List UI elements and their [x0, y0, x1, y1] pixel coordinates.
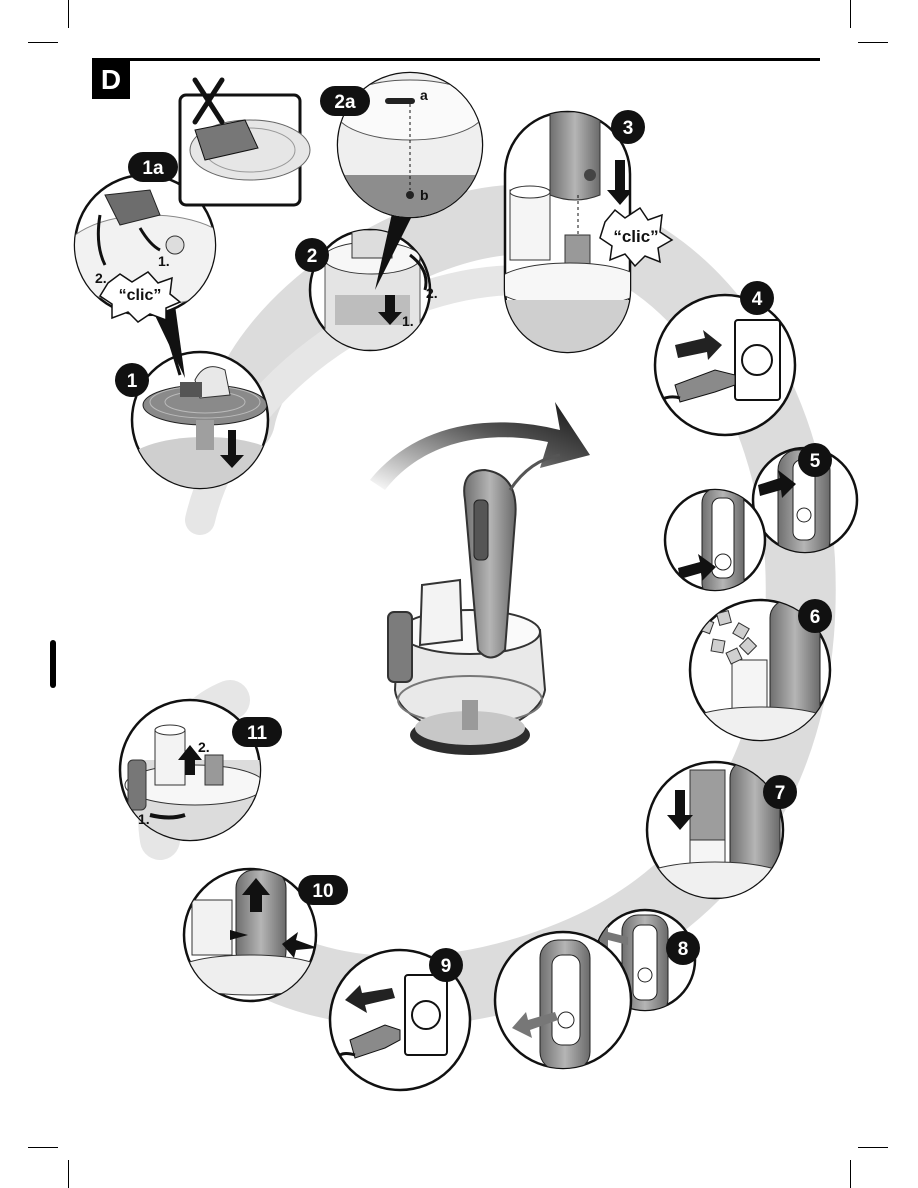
step-number: 11	[247, 723, 268, 744]
crop-mark	[850, 1160, 851, 1188]
side-tab-mark	[50, 640, 56, 688]
crop-mark	[858, 42, 888, 43]
step-10-scene	[182, 867, 318, 1003]
clic-label: “clic”	[613, 227, 658, 246]
callout-wedge	[375, 200, 420, 290]
step-number: 8	[678, 939, 689, 960]
step-number: 1a	[142, 158, 164, 179]
clic-label: “clic”	[119, 287, 162, 304]
step-4-scene	[653, 293, 797, 437]
crop-mark	[68, 1160, 69, 1188]
step-number: 4	[752, 289, 763, 310]
step-8-scene	[493, 908, 697, 1070]
rotation-arrow	[370, 402, 590, 490]
step-number: 5	[810, 451, 821, 472]
header-rule	[92, 58, 820, 61]
order-label: 1.	[158, 253, 170, 269]
crop-mark	[28, 1147, 58, 1148]
step-2a-scene	[336, 71, 484, 219]
order-label: 1.	[138, 811, 150, 827]
step-number: 7	[775, 783, 786, 804]
clic-burst-3: “clic”	[599, 206, 674, 268]
callout-wedge	[150, 305, 185, 378]
step-1-scene	[130, 350, 270, 490]
order-label: 2.	[426, 285, 438, 301]
step-2-scene	[308, 228, 432, 352]
step-6-scene	[688, 598, 832, 742]
step-badge	[232, 717, 282, 747]
crop-mark	[858, 1147, 888, 1148]
step-number: 2a	[334, 92, 356, 113]
crop-mark	[850, 0, 851, 28]
step-number: 3	[623, 118, 634, 139]
annotation-labels: 2. 1. 2. 1. a b 2. 1.	[95, 87, 438, 827]
step-badge	[128, 152, 178, 182]
step-badge	[298, 875, 348, 905]
order-label: 1.	[402, 313, 414, 329]
order-label: 2.	[198, 739, 210, 755]
crop-mark	[28, 42, 58, 43]
step-badge	[295, 238, 329, 272]
step-badge	[798, 443, 832, 477]
step-badges: 1 1a 2 2a 3 4 5 6 7 8 9 10 11	[115, 86, 832, 982]
marker-label: b	[420, 187, 429, 203]
step-9-scene	[328, 948, 472, 1092]
step-badge	[320, 86, 370, 116]
step-badge	[740, 281, 774, 315]
marker-label: a	[420, 87, 428, 103]
step-badge	[763, 775, 797, 809]
order-label: 2.	[95, 270, 107, 286]
incorrect-example	[178, 77, 311, 207]
clic-burst-1a: “clic”	[98, 271, 182, 323]
step-number: 6	[810, 607, 821, 628]
crop-mark	[68, 0, 69, 28]
step-badge	[798, 599, 832, 633]
step-1a-scene	[73, 173, 217, 317]
step-number: 2	[307, 246, 318, 267]
step-badge	[429, 948, 463, 982]
step-number: 1	[127, 371, 138, 392]
step-number: 10	[312, 881, 333, 902]
step-badge	[115, 363, 149, 397]
step-11-scene	[118, 698, 262, 842]
step-number: 9	[441, 956, 452, 977]
step-3-scene	[503, 110, 632, 354]
step-badge	[611, 110, 645, 144]
step-5-scene	[663, 446, 859, 592]
section-badge: D	[92, 61, 130, 99]
assembled-appliance	[387, 453, 561, 755]
step-badge	[666, 931, 700, 965]
